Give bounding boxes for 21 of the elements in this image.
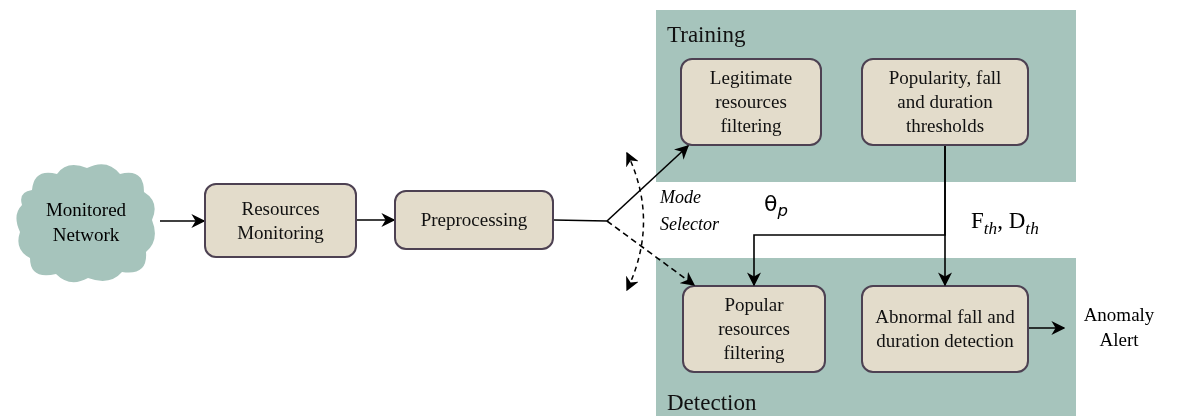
arrow — [356, 213, 396, 227]
arrow — [159, 214, 206, 228]
stage-panel — [656, 258, 1076, 416]
process-box: Abnormal fall and duration detection — [861, 285, 1029, 373]
stage-title: Detection — [667, 390, 757, 416]
arrow — [606, 145, 690, 222]
stage-title: Training — [667, 22, 746, 48]
process-box: Preprocessing — [394, 190, 554, 250]
edge-label: F$_{th}$, D$_{th}$ — [971, 208, 1039, 239]
selector-label: Mode Selector — [660, 186, 720, 236]
process-box: Resources Monitoring — [204, 183, 357, 258]
connector — [553, 219, 608, 222]
arrow — [938, 145, 952, 287]
arrow — [1028, 321, 1066, 335]
process-box: Popularity, fall and duration thresholds — [861, 58, 1029, 146]
process-box: Popular resources filtering — [682, 285, 826, 373]
edge-label: θ$_{p}$ — [764, 191, 788, 221]
arrow — [606, 220, 696, 286]
stage-panel — [656, 10, 1076, 182]
process-box: Legitimate resources filtering — [680, 58, 822, 146]
output-label: Anomaly Alert — [1064, 298, 1174, 358]
